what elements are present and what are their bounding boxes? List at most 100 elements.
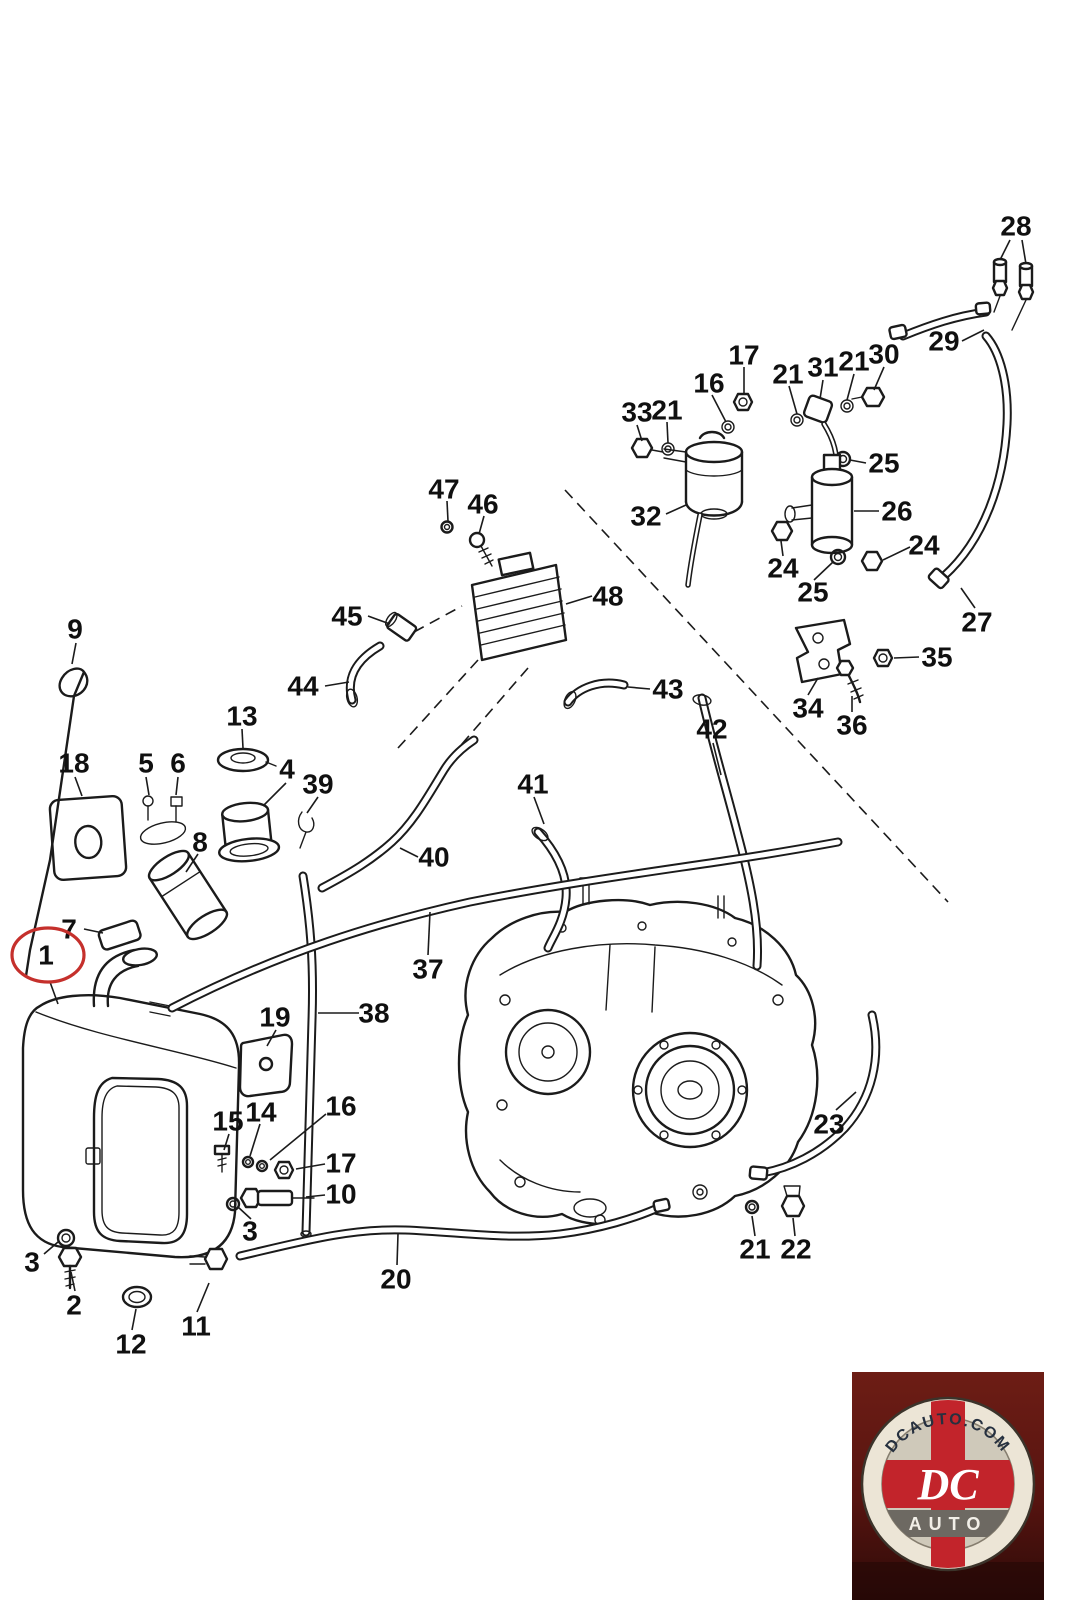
highlight-circle bbox=[10, 926, 86, 984]
hose-40 bbox=[322, 740, 474, 888]
part-label-13: 13 bbox=[226, 701, 257, 732]
part-label-38: 38 bbox=[358, 998, 389, 1029]
dcauto-logo-svg: DC AUTO DCAUTO.COM bbox=[852, 1372, 1044, 1600]
part-label-20: 20 bbox=[380, 1264, 411, 1295]
part-label-41: 41 bbox=[517, 769, 548, 800]
part-label-2: 2 bbox=[66, 1290, 82, 1321]
part-label-28: 28 bbox=[1000, 211, 1031, 242]
part-label-22: 22 bbox=[780, 1234, 811, 1265]
part-label-37: 37 bbox=[412, 954, 443, 985]
part-label-27: 27 bbox=[961, 607, 992, 638]
fitting-24-left bbox=[770, 520, 794, 542]
fittings-28 bbox=[991, 257, 1035, 331]
part-label-18: 18 bbox=[58, 748, 89, 779]
part-label-24: 24 bbox=[908, 530, 940, 561]
part-label-14: 14 bbox=[245, 1097, 277, 1128]
part-label-29: 29 bbox=[928, 326, 959, 357]
part-label-3: 3 bbox=[24, 1247, 40, 1278]
part-label-11: 11 bbox=[181, 1311, 211, 1342]
sleeve-7 bbox=[97, 919, 142, 951]
part-label-5: 5 bbox=[138, 748, 154, 779]
construction-lines bbox=[397, 489, 949, 903]
part-label-46: 46 bbox=[467, 489, 498, 520]
highlighted-part-1: 1 bbox=[10, 926, 86, 984]
hoses bbox=[172, 301, 1007, 1256]
washer-47 bbox=[440, 520, 454, 534]
part-label-47: 47 bbox=[428, 474, 459, 505]
screw-46 bbox=[468, 531, 494, 567]
plate-19 bbox=[238, 1033, 294, 1098]
part-label-16: 16 bbox=[325, 1091, 356, 1122]
logo-brand-text: DC bbox=[916, 1460, 979, 1509]
part-label-9: 9 bbox=[67, 614, 83, 645]
part-label-30: 30 bbox=[868, 339, 899, 370]
part-label-40: 40 bbox=[418, 842, 449, 873]
filler-neck bbox=[24, 667, 315, 1098]
part-label-34: 34 bbox=[792, 693, 824, 724]
logo-dc-band bbox=[882, 1460, 1014, 1508]
fuel-filter-32 bbox=[663, 430, 744, 585]
part-label-24: 24 bbox=[767, 553, 799, 584]
logo-brand-sub-text: AUTO bbox=[909, 1514, 988, 1534]
part-label-12: 12 bbox=[115, 1329, 146, 1360]
bolt-36 bbox=[835, 659, 864, 704]
part-label-10: 10 bbox=[325, 1179, 356, 1210]
part-label-25: 25 bbox=[797, 577, 828, 608]
hose-27 bbox=[944, 336, 1007, 576]
part-label-3: 3 bbox=[242, 1216, 258, 1247]
pump-26 bbox=[784, 453, 854, 555]
tube-8 bbox=[147, 849, 229, 941]
part-label-26: 26 bbox=[881, 496, 912, 527]
fitting-30 bbox=[851, 386, 886, 408]
engine-case bbox=[457, 877, 819, 1226]
filler-cap-13 bbox=[216, 747, 277, 773]
part-label-25: 25 bbox=[868, 448, 899, 479]
fitting-24-right bbox=[860, 550, 884, 572]
hose-43 bbox=[568, 683, 624, 702]
part-label-31: 31 bbox=[807, 352, 838, 383]
pipe-38 bbox=[301, 876, 313, 1238]
part-label-8: 8 bbox=[192, 827, 208, 858]
part-label-48: 48 bbox=[592, 581, 623, 612]
part-label-33: 33 bbox=[621, 397, 652, 428]
dcauto-watermark: DC AUTO DCAUTO.COM bbox=[852, 1372, 1044, 1600]
clamp-5 bbox=[139, 795, 187, 845]
washer-25-lower bbox=[829, 548, 847, 566]
part-label-44: 44 bbox=[287, 671, 319, 702]
part-label-1: 1 bbox=[38, 940, 54, 971]
part-label-4: 4 bbox=[279, 754, 295, 785]
part-label-17: 17 bbox=[728, 340, 759, 371]
dipstick-9 bbox=[24, 667, 89, 978]
leader-lines bbox=[43, 239, 1027, 1331]
part-label-39: 39 bbox=[302, 769, 333, 800]
gasket-18 bbox=[48, 794, 128, 882]
part-label-21: 21 bbox=[838, 346, 869, 377]
fitting-33 bbox=[630, 437, 675, 459]
logo-auto-band bbox=[882, 1510, 1014, 1537]
part-label-36: 36 bbox=[836, 710, 867, 741]
part-label-17: 17 bbox=[325, 1148, 356, 1179]
oil-tank bbox=[21, 947, 241, 1259]
part-label-19: 19 bbox=[259, 1002, 290, 1033]
part-label-21: 21 bbox=[739, 1234, 770, 1265]
part-label-21: 21 bbox=[772, 359, 803, 390]
part-label-16: 16 bbox=[693, 368, 724, 399]
part-label-15: 15 bbox=[212, 1106, 243, 1137]
part-label-45: 45 bbox=[331, 601, 362, 632]
part-label-6: 6 bbox=[170, 748, 186, 779]
neck-4 bbox=[218, 801, 281, 863]
banjo-31 bbox=[790, 394, 854, 470]
small-parts-lower bbox=[56, 1144, 806, 1309]
part-label-42: 42 bbox=[696, 714, 727, 745]
oil-cooler-48 bbox=[470, 551, 568, 662]
part-label-32: 32 bbox=[630, 501, 661, 532]
part-label-21: 21 bbox=[651, 395, 682, 426]
part-label-23: 23 bbox=[813, 1109, 844, 1140]
part-label-35: 35 bbox=[921, 642, 952, 673]
nuts-16-17 bbox=[721, 392, 754, 434]
fitting-45 bbox=[384, 611, 418, 642]
part-label-43: 43 bbox=[652, 674, 683, 705]
